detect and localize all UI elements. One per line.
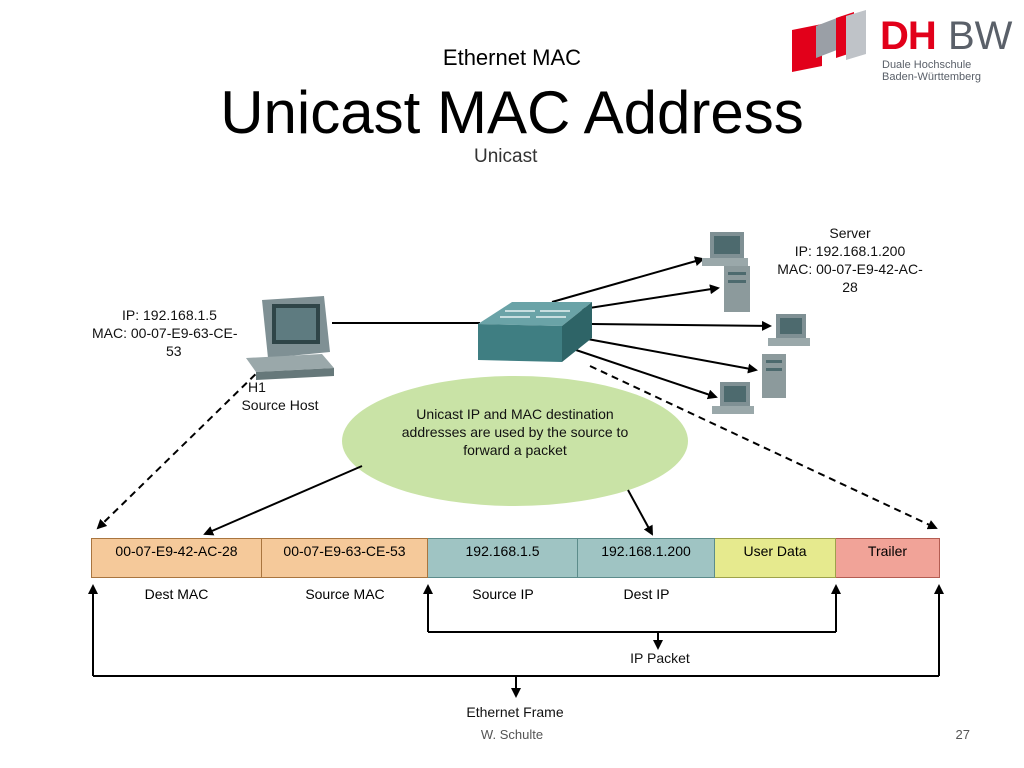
server-icon-2 bbox=[762, 354, 786, 398]
source-host-name-label: H1 Source Host bbox=[220, 378, 340, 414]
ethernet-frame-label: Ethernet Frame bbox=[466, 704, 564, 720]
bubble-arrow-dest-mac bbox=[203, 465, 363, 536]
bubble-line-2: addresses are used by the source to bbox=[401, 424, 629, 440]
frame-field-dest-ip: 192.168.1.200 bbox=[578, 538, 715, 578]
frame-field-source-ip: 192.168.1.5 bbox=[428, 538, 578, 578]
link-device-5 bbox=[569, 347, 718, 400]
logo-tagline-2: Baden-Württemberg bbox=[882, 71, 982, 83]
link-device-1 bbox=[551, 256, 705, 303]
source-host-name: H1 bbox=[248, 379, 266, 395]
server-name: Server bbox=[829, 225, 871, 241]
source-host-computer-icon bbox=[246, 296, 334, 380]
logo-tagline-1: Duale Hochschule bbox=[882, 59, 972, 71]
server-mac-cont: 28 bbox=[842, 279, 858, 295]
bubble-line-3: forward a packet bbox=[463, 442, 567, 458]
caption-source-ip: Source IP bbox=[472, 586, 534, 602]
caption-dest-mac: Dest MAC bbox=[144, 586, 209, 602]
server-ip: IP: 192.168.1.200 bbox=[794, 243, 906, 259]
server-mac: MAC: 00-07-E9-42-AC- bbox=[777, 261, 923, 277]
frame-field-trailer: Trailer bbox=[836, 538, 940, 578]
page-number: 27 bbox=[955, 727, 970, 742]
pc-icon-1 bbox=[702, 232, 748, 266]
ip-packet-label: IP Packet bbox=[630, 650, 690, 666]
source-host-mac: MAC: 00-07-E9-63-CE- bbox=[92, 325, 238, 341]
link-device-4 bbox=[581, 337, 758, 374]
pc-icon-3 bbox=[712, 382, 754, 414]
bubble-line-1: Unicast IP and MAC destination bbox=[416, 406, 614, 422]
dashed-right-arrow bbox=[589, 365, 938, 530]
dhbw-logo-mark bbox=[792, 10, 866, 72]
dhbw-logo bbox=[788, 8, 1008, 88]
pc-icon-2 bbox=[768, 314, 810, 346]
source-host-role: Source Host bbox=[241, 397, 319, 413]
diagram-title: Unicast bbox=[474, 146, 538, 167]
slide-subtitle: Ethernet MAC bbox=[442, 45, 582, 70]
caption-dest-ip: Dest IP bbox=[623, 586, 670, 602]
server-icon bbox=[724, 266, 750, 312]
frame-field-dest-mac: 00-07-E9-42-AC-28 bbox=[91, 538, 262, 578]
source-host-ip: IP: 192.168.1.5 bbox=[122, 307, 217, 323]
link-device-2 bbox=[569, 284, 720, 312]
server-address-label: Server IP: 192.168.1.200 MAC: 00-07-E9-4… bbox=[740, 224, 960, 296]
source-host-mac-cont: 53 bbox=[166, 343, 182, 359]
info-bubble bbox=[342, 376, 688, 506]
footer-author: W. Schulte bbox=[480, 727, 544, 742]
dashed-left-arrow bbox=[96, 365, 265, 530]
logo-text-dh: DH bbox=[880, 14, 937, 58]
logo-text-bw: BW bbox=[948, 14, 1013, 58]
bubble-arrow-dest-ip bbox=[627, 489, 653, 536]
bracket-lines bbox=[88, 584, 944, 698]
frame-field-source-mac: 00-07-E9-63-CE-53 bbox=[262, 538, 428, 578]
switch-icon bbox=[478, 302, 592, 362]
bubble-text: Unicast IP and MAC destination addresses… bbox=[370, 405, 660, 459]
link-device-3 bbox=[591, 320, 772, 331]
caption-source-mac: Source MAC bbox=[305, 586, 385, 602]
source-host-address-label: IP: 192.168.1.5 MAC: 00-07-E9-63-CE- 53 bbox=[92, 306, 267, 360]
slide-title: Unicast MAC Address bbox=[220, 79, 804, 146]
frame-field-user-data: User Data bbox=[715, 538, 836, 578]
